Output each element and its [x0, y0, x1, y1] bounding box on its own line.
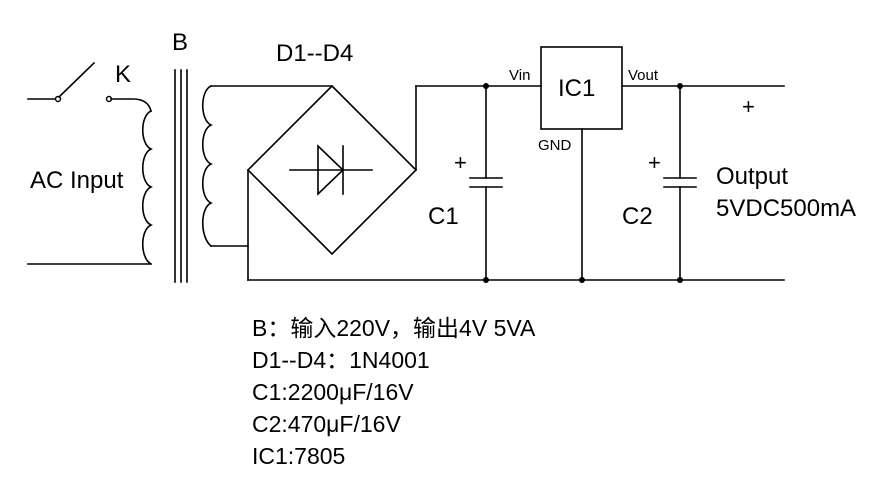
transformer-core: [174, 69, 188, 283]
note-ic1: IC1:7805: [252, 443, 346, 469]
vout-pin-label: Vout: [628, 67, 659, 84]
vin-pin-label: Vin: [509, 67, 530, 84]
component-notes: B：输入220V，输出4V 5VA D1--D4：1N4001 C1:2200μ…: [252, 312, 812, 472]
note-c2: C2:470μF/16V: [252, 411, 401, 437]
junction-dots: [483, 83, 683, 283]
output-title: Output: [716, 163, 788, 190]
note-transformer: B：输入220V，输出4V 5VA: [252, 315, 536, 341]
c1-plus-sign: +: [454, 150, 467, 175]
output-spec: 5VDC500mA: [716, 195, 856, 222]
output-plus-sign: +: [742, 94, 755, 119]
gnd-pin-label: GND: [538, 137, 572, 154]
bridge-label: D1--D4: [276, 40, 353, 67]
switch-k: [27, 61, 152, 265]
note-c1: C1:2200μF/16V: [252, 379, 414, 405]
bridge-rectifier: [246, 84, 418, 281]
capacitor-c2: [663, 85, 697, 281]
regulator-ic1: [540, 46, 623, 281]
transformer-label: B: [172, 29, 188, 56]
note-bridge: D1--D4：1N4001: [252, 347, 430, 373]
c2-plus-sign: +: [648, 150, 661, 175]
c1-label: C1: [428, 203, 459, 230]
c2-label: C2: [622, 203, 653, 230]
primary-winding: [141, 109, 153, 266]
ac-input-label: AC Input: [30, 167, 124, 194]
regulator-label: IC1: [558, 75, 595, 102]
switch-label: K: [115, 61, 131, 88]
secondary-winding: [201, 84, 213, 248]
capacitor-c1: [469, 85, 503, 281]
